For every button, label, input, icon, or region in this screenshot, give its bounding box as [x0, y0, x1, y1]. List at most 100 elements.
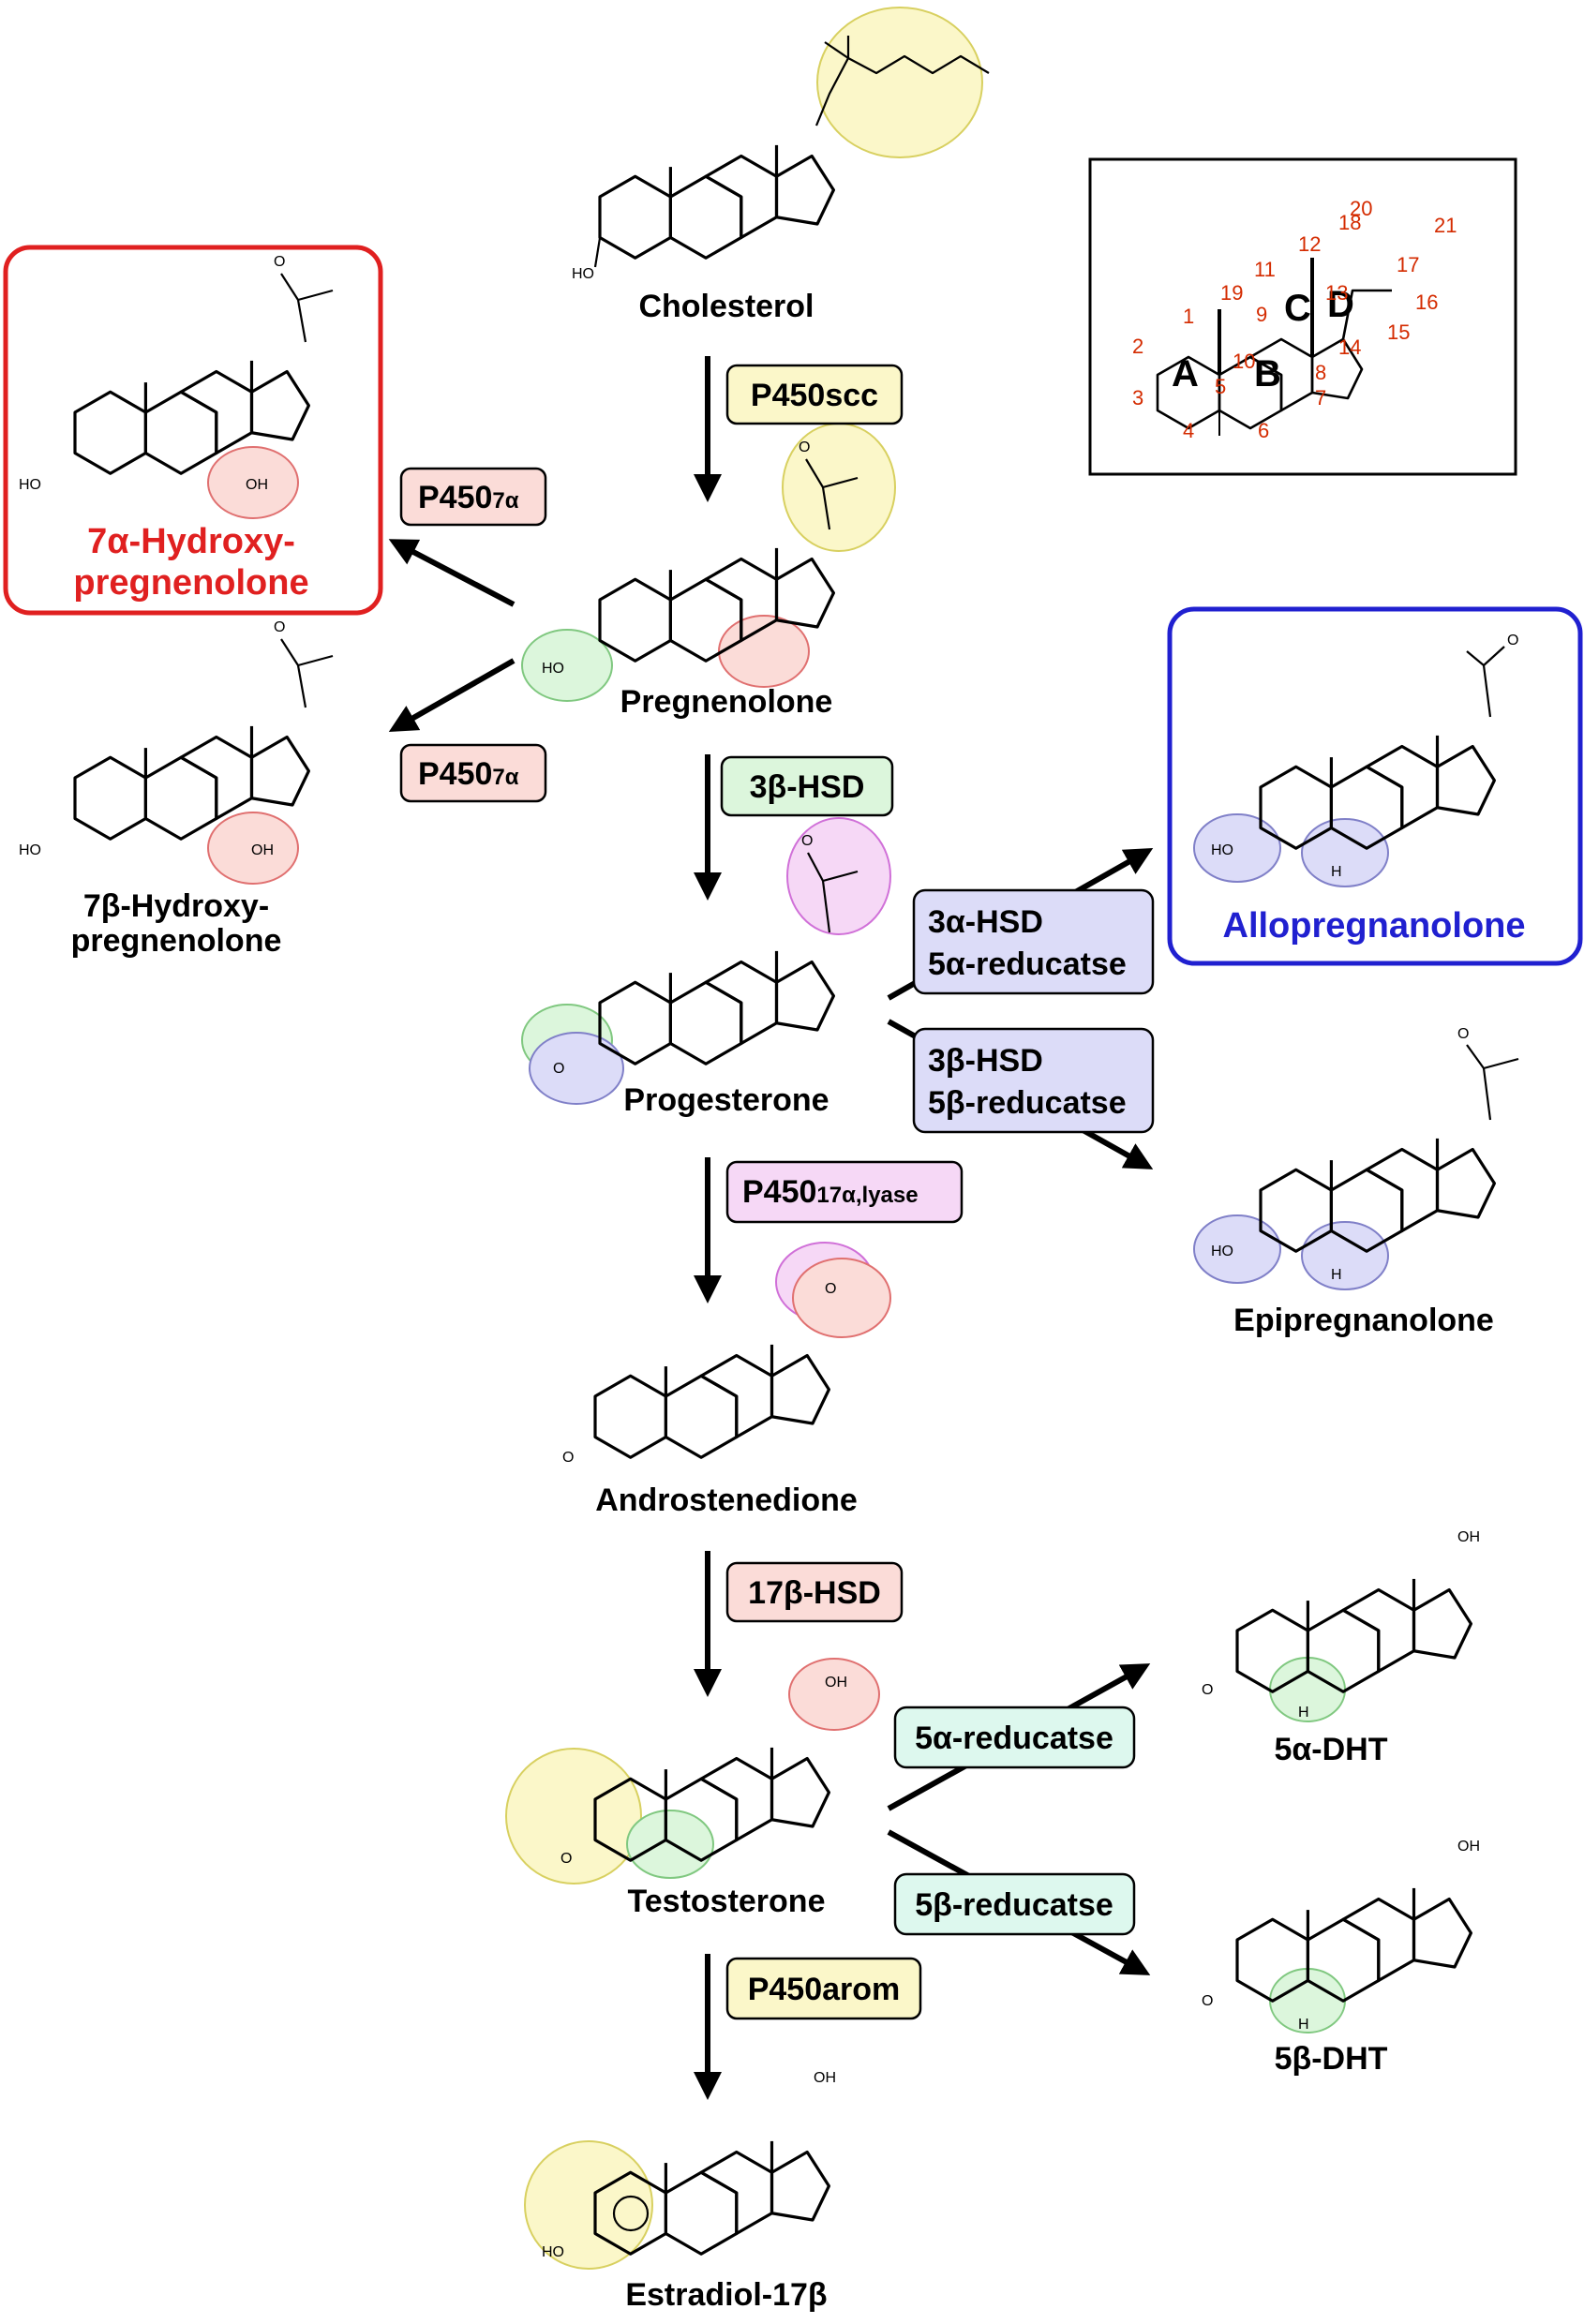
- epi-h: H: [1331, 1267, 1342, 1283]
- 7a-oh: OH: [246, 477, 268, 493]
- enzyme-p450arom: P450arom: [725, 1957, 922, 2020]
- androstenedione-o3: O: [562, 1450, 574, 1466]
- label-androstenedione: Androstenedione: [595, 1482, 858, 1518]
- epi-oh-highlight: [1193, 1214, 1281, 1284]
- numbering-key: A B C D 1 2 3 4 5 6 7 8 9 10 11 12 13 14…: [1088, 157, 1517, 476]
- enzyme-17b-hsd-label: 17β-HSD: [748, 1575, 881, 1611]
- svg-text:P45017α,lyase: P45017α,lyase: [742, 1174, 919, 1210]
- numbering-key-box: [1088, 157, 1517, 476]
- enzyme-5a-reductase-label: 5α-reducatse: [915, 1721, 1113, 1756]
- label-epipregnanolone: Epipregnanolone: [1233, 1303, 1494, 1338]
- estradiol-a-highlight: [524, 2140, 653, 2270]
- 7a-oh-highlight: [207, 446, 299, 519]
- enzyme-5b-reductase-label: 5β-reducatse: [915, 1887, 1113, 1923]
- progesterone-structure: O O: [553, 833, 859, 1077]
- enzyme-3b-hsd: 3β-HSD: [720, 755, 894, 817]
- allo-h: H: [1331, 864, 1342, 880]
- dht5b-oh: OH: [1457, 1839, 1480, 1855]
- label-testosterone: Testosterone: [628, 1884, 826, 1919]
- 7b-ho: HO: [19, 842, 41, 858]
- atom-num-14: 14: [1338, 335, 1361, 359]
- atom-num-17: 17: [1397, 253, 1419, 276]
- label-progesterone: Progesterone: [623, 1082, 829, 1118]
- label-7a-line1: 7α-Hydroxy-: [87, 522, 295, 561]
- ring-b: B: [1254, 353, 1281, 395]
- testosterone-o3: O: [560, 1851, 572, 1867]
- 7a-hydroxypregnenolone-box: [3, 245, 383, 616]
- enzyme-p450scc: P450scc: [725, 364, 904, 425]
- atom-num-8: 8: [1315, 361, 1326, 384]
- atom-num-7: 7: [1315, 386, 1326, 410]
- pregnenolone-ho: HO: [542, 661, 564, 677]
- atom-num-15: 15: [1387, 320, 1410, 344]
- atom-num-18: 18: [1338, 211, 1361, 234]
- androstenedione-o17: O: [825, 1281, 836, 1297]
- testosterone-oh: OH: [825, 1675, 847, 1691]
- arrow-to-7a: [388, 539, 516, 607]
- label-pregnenolone: Pregnenolone: [620, 684, 833, 720]
- atom-num-16: 16: [1415, 290, 1438, 314]
- enzyme-3a-hsd-l1: 3α-HSD: [928, 904, 1043, 940]
- testosterone-oh-highlight: [788, 1658, 880, 1731]
- enzyme-p450arom-label: P450arom: [748, 1972, 901, 2007]
- atom-num-12: 12: [1298, 232, 1321, 256]
- dht5a-h: H: [1298, 1705, 1309, 1721]
- 7b-oh: OH: [251, 842, 274, 858]
- atom-num-3: 3: [1132, 386, 1143, 410]
- allopregnanolone-structure: O HO H: [1211, 633, 1518, 880]
- allo-h-highlight: [1301, 818, 1389, 887]
- enzyme-3b-hsd-label: 3β-HSD: [750, 769, 865, 805]
- dht5b-h: H: [1298, 2017, 1309, 2033]
- dht5a-structure: OH O H: [1202, 1529, 1480, 1721]
- dht5b-o: O: [1202, 1993, 1213, 2009]
- label-7b-line1: 7β-Hydroxy-: [83, 888, 269, 924]
- ring-d: D: [1327, 284, 1354, 325]
- arrow-to-7b: [388, 658, 516, 732]
- highlights: [207, 7, 1389, 2270]
- progesterone-o17: O: [801, 833, 813, 849]
- ring-a: A: [1172, 353, 1199, 395]
- 7a-hydroxypregnenolone-structure: O HO OH: [19, 254, 334, 493]
- epi-ho: HO: [1211, 1244, 1233, 1259]
- epipregnanolone-structure: O HO H: [1211, 1026, 1519, 1283]
- enzyme-p450-17a-lyase: P45017α,lyase: [725, 1160, 964, 1224]
- enzyme-5b-reductase: 5β-reducatse: [893, 1872, 1136, 1936]
- enzyme-17b-hsd: 17β-HSD: [725, 1561, 904, 1623]
- estradiol-ho: HO: [542, 2244, 564, 2260]
- testosterone-c5-highlight: [626, 1810, 714, 1879]
- 7a-ho: HO: [19, 477, 41, 493]
- atom-num-9: 9: [1256, 303, 1267, 326]
- atom-num-2: 2: [1132, 335, 1143, 358]
- enzyme-3b-hsd-l2: 5β-reducatse: [928, 1085, 1127, 1121]
- svg-text:P4507α: P4507α: [418, 480, 519, 515]
- label-7b-line2: pregnenolone: [71, 923, 282, 959]
- label-5a-dht: 5α-DHT: [1274, 1732, 1387, 1767]
- epi-h-highlight: [1301, 1221, 1389, 1290]
- progesterone-a-blue-highlight: [529, 1032, 624, 1105]
- pregnenolone-oh-highlight: [521, 629, 613, 702]
- atom-num-20: 20: [1350, 197, 1372, 220]
- atom-num-1: 1: [1183, 305, 1194, 328]
- 7b-o: O: [274, 619, 285, 635]
- testosterone-a-highlight: [505, 1748, 642, 1885]
- progesterone-o3: O: [553, 1061, 564, 1077]
- atom-num-19: 19: [1220, 281, 1243, 305]
- allo-o: O: [1507, 633, 1518, 648]
- svg-text:P4507α: P4507α: [418, 756, 519, 792]
- allo-ho: HO: [1211, 842, 1233, 858]
- atom-num-13: 13: [1325, 281, 1348, 305]
- allo-oh-highlight: [1193, 813, 1281, 883]
- label-allopregnanolone: Allopregnanolone: [1223, 906, 1526, 946]
- label-estradiol: Estradiol-17β: [625, 2277, 827, 2313]
- 7b-oh-highlight: [207, 812, 299, 885]
- dht5b-structure: OH O H: [1202, 1839, 1480, 2033]
- enzyme-p450scc-label: P450scc: [751, 378, 878, 413]
- label-cholesterol: Cholesterol: [638, 289, 814, 324]
- enzyme-3b-hsd-5b-reductase: 3β-HSD 5β-reducatse: [912, 1027, 1155, 1134]
- atom-num-10: 10: [1233, 350, 1255, 373]
- pregnenolone-o: O: [799, 439, 810, 455]
- atom-num-21: 21: [1434, 214, 1457, 237]
- estradiol-oh: OH: [814, 2070, 836, 2086]
- label-7a-line2: pregnenolone: [73, 563, 308, 603]
